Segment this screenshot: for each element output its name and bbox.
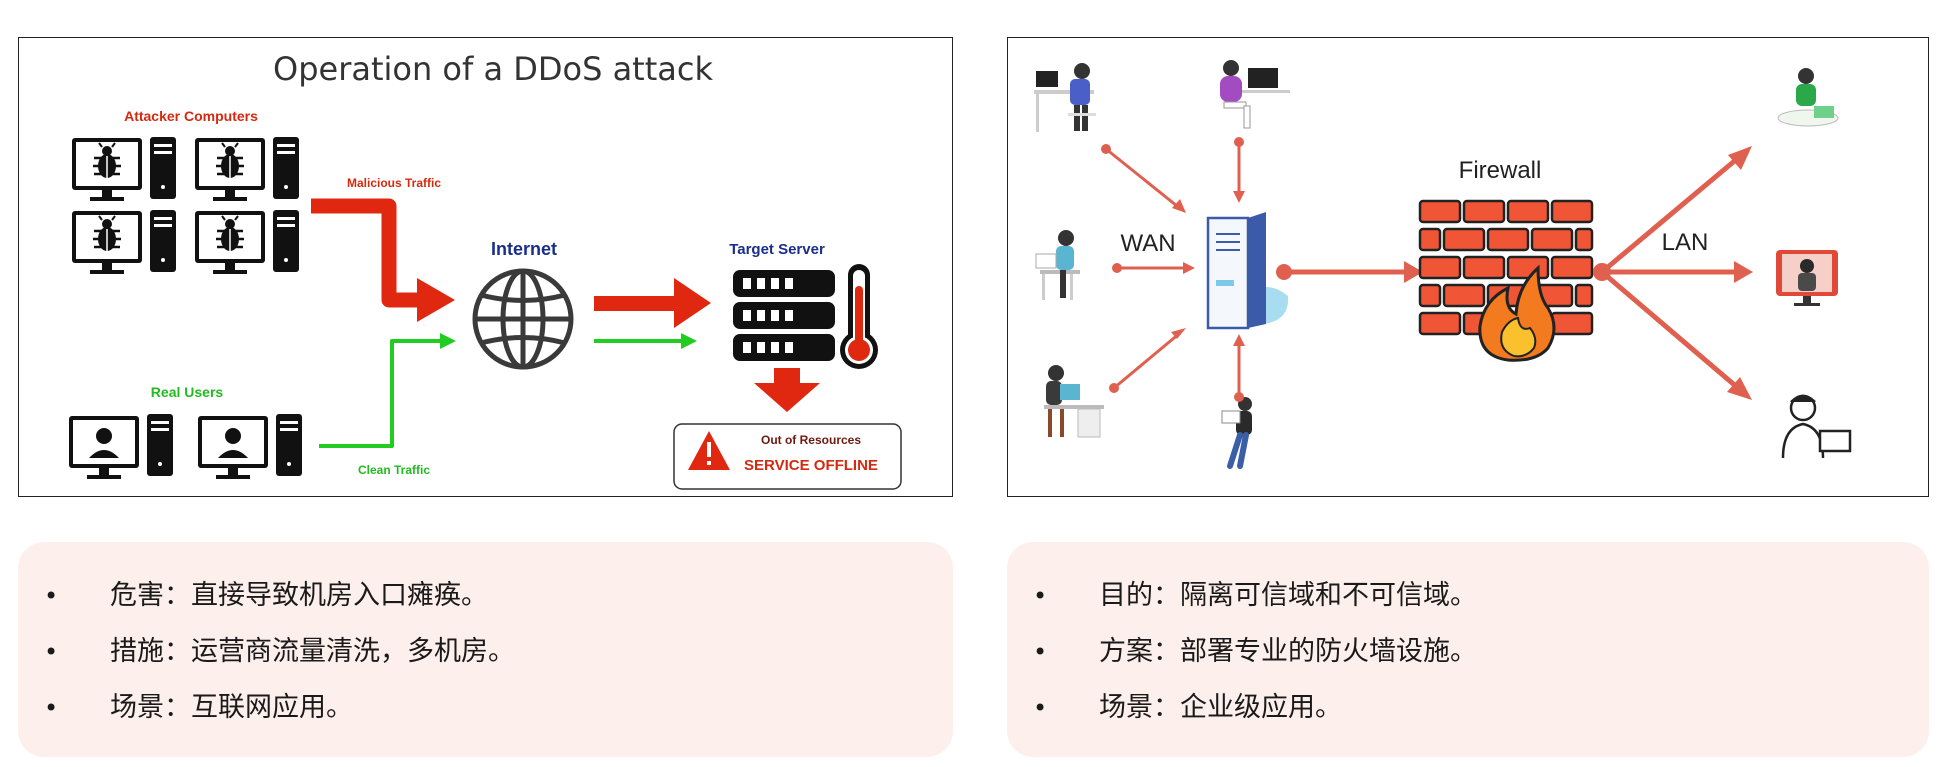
clean-traffic-label: Clean Traffic [358,463,430,477]
firewall-label: Firewall [1459,157,1542,184]
firewall-summary-card: • 目的：隔离可信域和不可信域。 • 方案：部署专业的防火墙设施。 • 场景：企… [1007,542,1929,757]
firewall-purpose-text: 目的：隔离可信域和不可信域。 [1099,580,1477,611]
firewall-summary-list: • 目的：隔离可信域和不可信域。 • 方案：部署专业的防火墙设施。 • 场景：企… [1029,568,1929,736]
firewall-diagram-panel: WAN Firewall [1007,37,1929,497]
out-of-resources-label: Out of Resources [761,433,861,447]
wan-arrows [1101,137,1245,402]
list-item: • 目的：隔离可信域和不可信域。 [1029,568,1929,624]
ddos-harm-text: 危害：直接导致机房入口瘫痪。 [110,580,488,611]
fire-icon [1478,264,1556,362]
list-item: • 场景：企业级应用。 [1029,680,1929,736]
service-offline-box [673,423,902,490]
wan-user-1-icon [1034,63,1096,132]
list-item: • 措施：运营商流量清洗，多机房。 [40,624,953,680]
bullet-icon: • [1033,694,1048,722]
lan-user-3-icon [1781,394,1852,459]
wan-user-5-icon [1221,397,1252,469]
lan-arrows [1593,146,1753,400]
bullet-icon: • [1033,638,1048,666]
real-users-label: Real Users [151,384,224,400]
list-item: • 危害：直接导致机房入口瘫痪。 [40,568,953,624]
service-offline-label: SERVICE OFFLINE [744,457,878,474]
wan-user-3-icon [1035,230,1080,300]
real-user-computers [69,414,302,479]
server-icon [1206,212,1289,330]
list-item: • 场景：互联网应用。 [40,680,953,736]
ddos-scenario-text: 场景：互联网应用。 [110,692,353,723]
attacker-computers [70,136,299,276]
down-arrow [754,368,820,412]
malicious-traffic-arrow [311,198,421,308]
lan-label: LAN [1662,229,1709,256]
list-item: • 方案：部署专业的防火墙设施。 [1029,624,1929,680]
internet-label: Internet [491,239,557,259]
server-to-firewall-arrow [1276,261,1423,283]
outgoing-malicious-arrow [594,296,676,311]
wan-label: WAN [1120,230,1175,257]
attacker-computers-label: Attacker Computers [124,108,258,124]
ddos-summary-list: • 危害：直接导致机房入口瘫痪。 • 措施：运营商流量清洗，多机房。 • 场景：… [40,568,953,736]
ddos-diagram-panel: Operation of a DDoS attack Attacker Comp… [18,37,953,497]
thermometer-icon [840,264,878,369]
ddos-summary-card: • 危害：直接导致机房入口瘫痪。 • 措施：运营商流量清洗，多机房。 • 场景：… [18,542,953,757]
firewall-scenario-text: 场景：企业级应用。 [1099,692,1342,723]
bullet-icon: • [44,694,59,722]
malicious-traffic-label: Malicious Traffic [347,176,441,190]
clean-traffic-arrow [319,339,444,448]
globe-icon [472,268,574,370]
lan-user-2-icon [1776,250,1838,306]
lan-user-1-icon [1777,68,1839,127]
bullet-icon: • [1033,582,1048,610]
bullet-icon: • [44,638,59,666]
ddos-measure-text: 措施：运营商流量清洗，多机房。 [110,636,515,667]
firewall-diagram: WAN Firewall [1034,60,1852,469]
ddos-diagram: Operation of a DDoS attack Attacker Comp… [69,50,902,490]
bullet-icon: • [44,582,59,610]
wan-user-2-icon [1220,60,1290,129]
ddos-title: Operation of a DDoS attack [273,50,713,88]
firewall-solution-text: 方案：部署专业的防火墙设施。 [1099,636,1477,667]
target-server-label: Target Server [729,241,825,258]
wan-user-4-icon [1044,365,1104,438]
target-server-icon [733,270,835,361]
